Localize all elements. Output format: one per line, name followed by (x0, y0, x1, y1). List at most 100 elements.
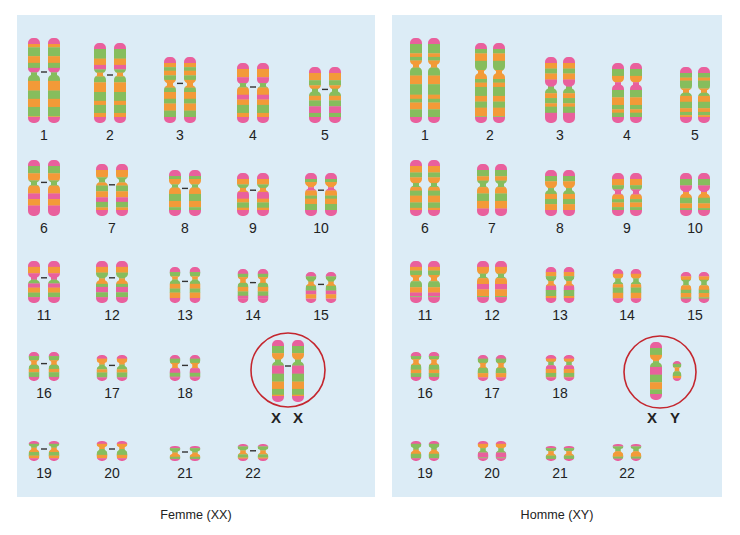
chromosome-number: 10 (313, 220, 329, 236)
chromosome (326, 272, 337, 303)
panel-caption: Homme (XY) (392, 507, 722, 523)
chromosome (698, 67, 710, 123)
chromosome-number: 22 (619, 465, 635, 481)
pair-dash (177, 83, 183, 84)
chromosome (681, 272, 692, 303)
chromosome (169, 170, 181, 216)
chromosome (97, 441, 108, 461)
chromosome-number: 18 (552, 385, 568, 401)
circle-outline (623, 335, 697, 409)
chromosome (564, 267, 575, 303)
chromosome (96, 164, 108, 216)
chromosome-number: 5 (691, 127, 699, 143)
chromosome (325, 173, 337, 216)
chromosome (545, 170, 557, 216)
chromosome-number: 21 (177, 465, 193, 481)
chromosome-number: 19 (417, 465, 433, 481)
chromosome (612, 173, 624, 216)
chromosome-letter: X (293, 410, 303, 426)
chromosome (546, 267, 557, 303)
chromosome-number: 8 (556, 220, 564, 236)
chromosome (410, 160, 422, 216)
chromosome (613, 269, 624, 303)
pair-dash (182, 188, 188, 189)
sex-chromosome-circle: XY (623, 335, 697, 409)
chromosome (170, 267, 181, 303)
chromosome (478, 355, 489, 381)
pair-dash (182, 281, 188, 282)
pair-dash (182, 365, 188, 366)
chromosome-number: 21 (552, 465, 568, 481)
chromosome (190, 355, 201, 381)
chromosome (428, 261, 440, 303)
pair-dash (250, 189, 256, 190)
chromosome (545, 57, 557, 123)
chromosome (96, 261, 108, 303)
chromosome (428, 38, 440, 123)
chromosome-number: 6 (40, 220, 48, 236)
chromosome (478, 441, 489, 461)
chromosome (495, 164, 507, 216)
chromosome-number: 8 (181, 220, 189, 236)
chromosome-number: 17 (484, 385, 500, 401)
chromosome (329, 67, 341, 123)
chromosome (49, 352, 60, 381)
chromosome (410, 38, 422, 123)
pair-dash (41, 182, 47, 183)
chromosome (496, 441, 507, 461)
chromosome-number: 3 (176, 127, 184, 143)
chromosome-number: 11 (37, 307, 52, 323)
chromosome-illustration (17, 15, 375, 497)
chromosome (309, 67, 321, 123)
chromosome-number: 7 (488, 220, 496, 236)
chromosome-number: 4 (623, 127, 631, 143)
pair-dash (41, 71, 47, 72)
pair-dash (41, 448, 47, 449)
chromosome (563, 170, 575, 216)
chromosome (650, 342, 662, 400)
chromosome (272, 340, 284, 402)
chromosome (563, 57, 575, 123)
chromosome (238, 269, 249, 303)
karyotype-panel: Homme (XY)XY1234567891011121314151617181… (392, 15, 722, 497)
chromosome-number: 10 (687, 220, 703, 236)
highlight-circle (624, 336, 696, 408)
chromosome (698, 173, 710, 216)
chromosome (190, 446, 201, 461)
chromosome (613, 444, 624, 461)
pair-dash (318, 284, 324, 285)
chromosome (164, 57, 176, 123)
chromosome-number: 17 (104, 385, 120, 401)
chromosome-number: 11 (418, 307, 433, 323)
chromosome (94, 43, 106, 123)
chromosome (29, 352, 40, 381)
chromosome-number: 12 (104, 307, 120, 323)
chromosome (114, 43, 126, 123)
chromosome-number: 6 (421, 220, 429, 236)
chromosome (564, 446, 575, 461)
chromosome (258, 269, 269, 303)
chromosome (257, 173, 269, 216)
pair-dash (107, 74, 113, 75)
chromosome (117, 441, 128, 461)
pair-dash (250, 86, 256, 87)
chromosome (28, 38, 40, 123)
chromosome (673, 361, 682, 381)
chromosome (631, 444, 642, 461)
chromosome-number: 2 (106, 127, 114, 143)
chromosome (475, 43, 487, 123)
chromosome-number: 16 (36, 385, 52, 401)
chromosome (170, 446, 181, 461)
chromosome (496, 355, 507, 381)
chromosome-number: 2 (486, 127, 494, 143)
chromosome (184, 57, 196, 123)
chromosome-number: 12 (484, 307, 500, 323)
chromosome (48, 38, 60, 123)
chromosome-letter: X (271, 410, 281, 426)
chromosome (116, 164, 128, 216)
chromosome (28, 261, 40, 303)
chromosome (477, 164, 489, 216)
chromosome (306, 272, 317, 303)
chromosome (631, 269, 642, 303)
chromosome (29, 441, 40, 461)
